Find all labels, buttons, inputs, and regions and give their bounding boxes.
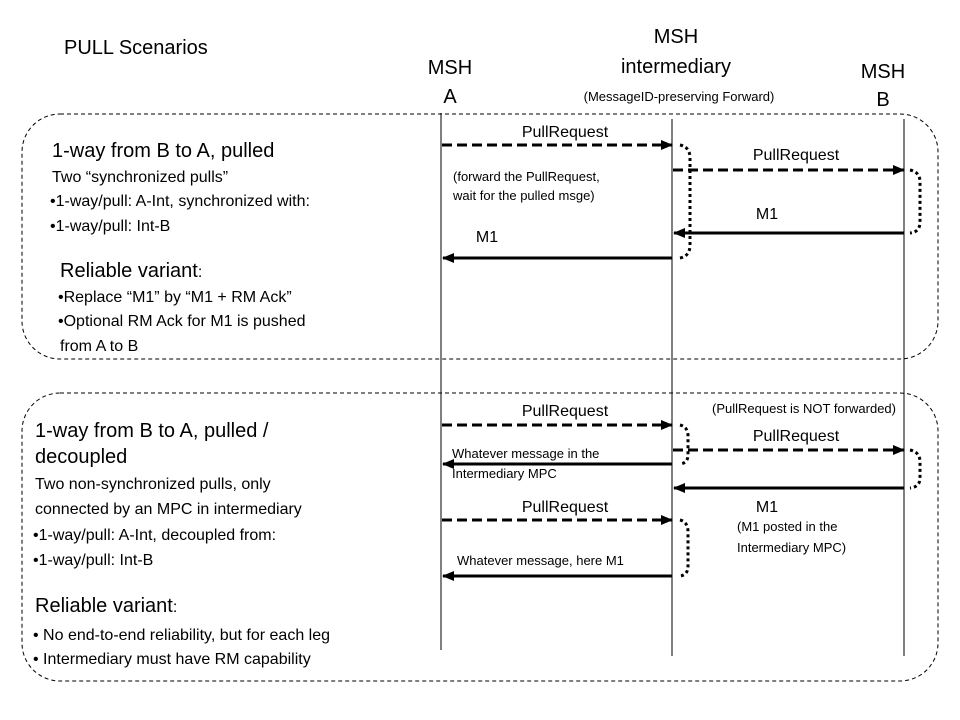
panel1-reliable-line: •Replace “M1” by “M1 + RM Ack” [58, 289, 292, 306]
whatever-mpc-line2: Intermediary MPC [452, 466, 557, 481]
msg-pullrequest-a-to-int: PullRequest [522, 124, 609, 141]
activation-b-1 [909, 168, 922, 235]
actor-int-line1: MSH [654, 26, 698, 48]
msg-pullrequest-int-to-b: PullRequest [753, 147, 840, 164]
panel2-reliable-heading-text: Reliable variant [35, 595, 173, 617]
panel1-heading: 1-way from B to A, pulled [52, 140, 274, 162]
panel1-reliable-colon: : [198, 264, 202, 281]
forward-note-line2: wait for the pulled msge) [452, 188, 595, 203]
actor-int-line2: intermediary [621, 56, 731, 78]
panel2: 1-way from B to A, pulled / decoupled Tw… [33, 401, 922, 668]
whatever-mpc-line1: Whatever message in the [452, 446, 599, 461]
panel2-heading: decoupled [35, 446, 127, 468]
msg-pullrequest-a-to-int-1: PullRequest [522, 403, 609, 420]
msg-m1-b-to-int: M1 [756, 206, 778, 223]
activation-int-1 [679, 143, 692, 260]
activation-int-3 [679, 518, 690, 578]
actor-msh-b: MSH B [861, 61, 905, 111]
actor-msh-a: MSH A [428, 57, 472, 108]
forward-note-line1: (forward the PullRequest, [453, 169, 600, 184]
whatever-m1-label: Whatever message, here M1 [457, 553, 624, 568]
actor-a-line1: MSH [428, 57, 472, 79]
panel2-line: •1-way/pull: Int-B [33, 552, 153, 569]
activation-b-2 [909, 448, 922, 490]
msg-m1-int-to-a: M1 [476, 229, 498, 246]
panel2-line: Two non-synchronized pulls, only [35, 476, 271, 493]
actor-b-line2: B [876, 89, 889, 111]
activation-int-2 [679, 423, 690, 466]
not-forwarded-note: (PullRequest is NOT forwarded) [712, 401, 896, 416]
actor-msh-intermediary: MSH intermediary (MessageID-preserving F… [584, 26, 775, 104]
panel1-reliable-heading: Reliable variant: [60, 260, 202, 282]
panel1-frame [21, 113, 939, 360]
diagram-title: PULL Scenarios [64, 37, 208, 59]
panel2-frame [21, 392, 939, 682]
panel1-line: •1-way/pull: Int-B [50, 218, 170, 235]
panel2-reliable-heading: Reliable variant: [35, 595, 177, 617]
panel1: 1-way from B to A, pulled Two “synchroni… [50, 124, 922, 355]
panel2-reliable-colon: : [173, 599, 177, 616]
panel1-reliable-heading-text: Reliable variant [60, 260, 198, 282]
panel2-line: •1-way/pull: A-Int, decoupled from: [33, 527, 276, 544]
msg-pullrequest-int-to-b-2: PullRequest [753, 428, 840, 445]
panel2-line: connected by an MPC in intermediary [35, 501, 302, 518]
actor-int-note: (MessageID-preserving Forward) [584, 89, 775, 104]
actor-a-line2: A [443, 86, 457, 108]
msg-m1-b-to-int-2: M1 [756, 499, 778, 516]
msg-pullrequest-a-to-int-2: PullRequest [522, 499, 609, 516]
panel1-reliable-line: •Optional RM Ack for M1 is pushed [58, 313, 305, 330]
panel2-heading: 1-way from B to A, pulled / [35, 420, 269, 442]
panel1-reliable-line: from A to B [60, 338, 138, 355]
panel2-reliable-line: • Intermediary must have RM capability [33, 651, 311, 668]
m1-posted-note-line2: Intermediary MPC) [737, 540, 846, 555]
m1-posted-note-line1: (M1 posted in the [737, 519, 837, 534]
panel1-line: Two “synchronized pulls” [52, 169, 228, 186]
actor-b-line1: MSH [861, 61, 905, 83]
panel1-line: •1-way/pull: A-Int, synchronized with: [50, 193, 310, 210]
panel2-reliable-line: • No end-to-end reliability, but for eac… [33, 627, 330, 644]
